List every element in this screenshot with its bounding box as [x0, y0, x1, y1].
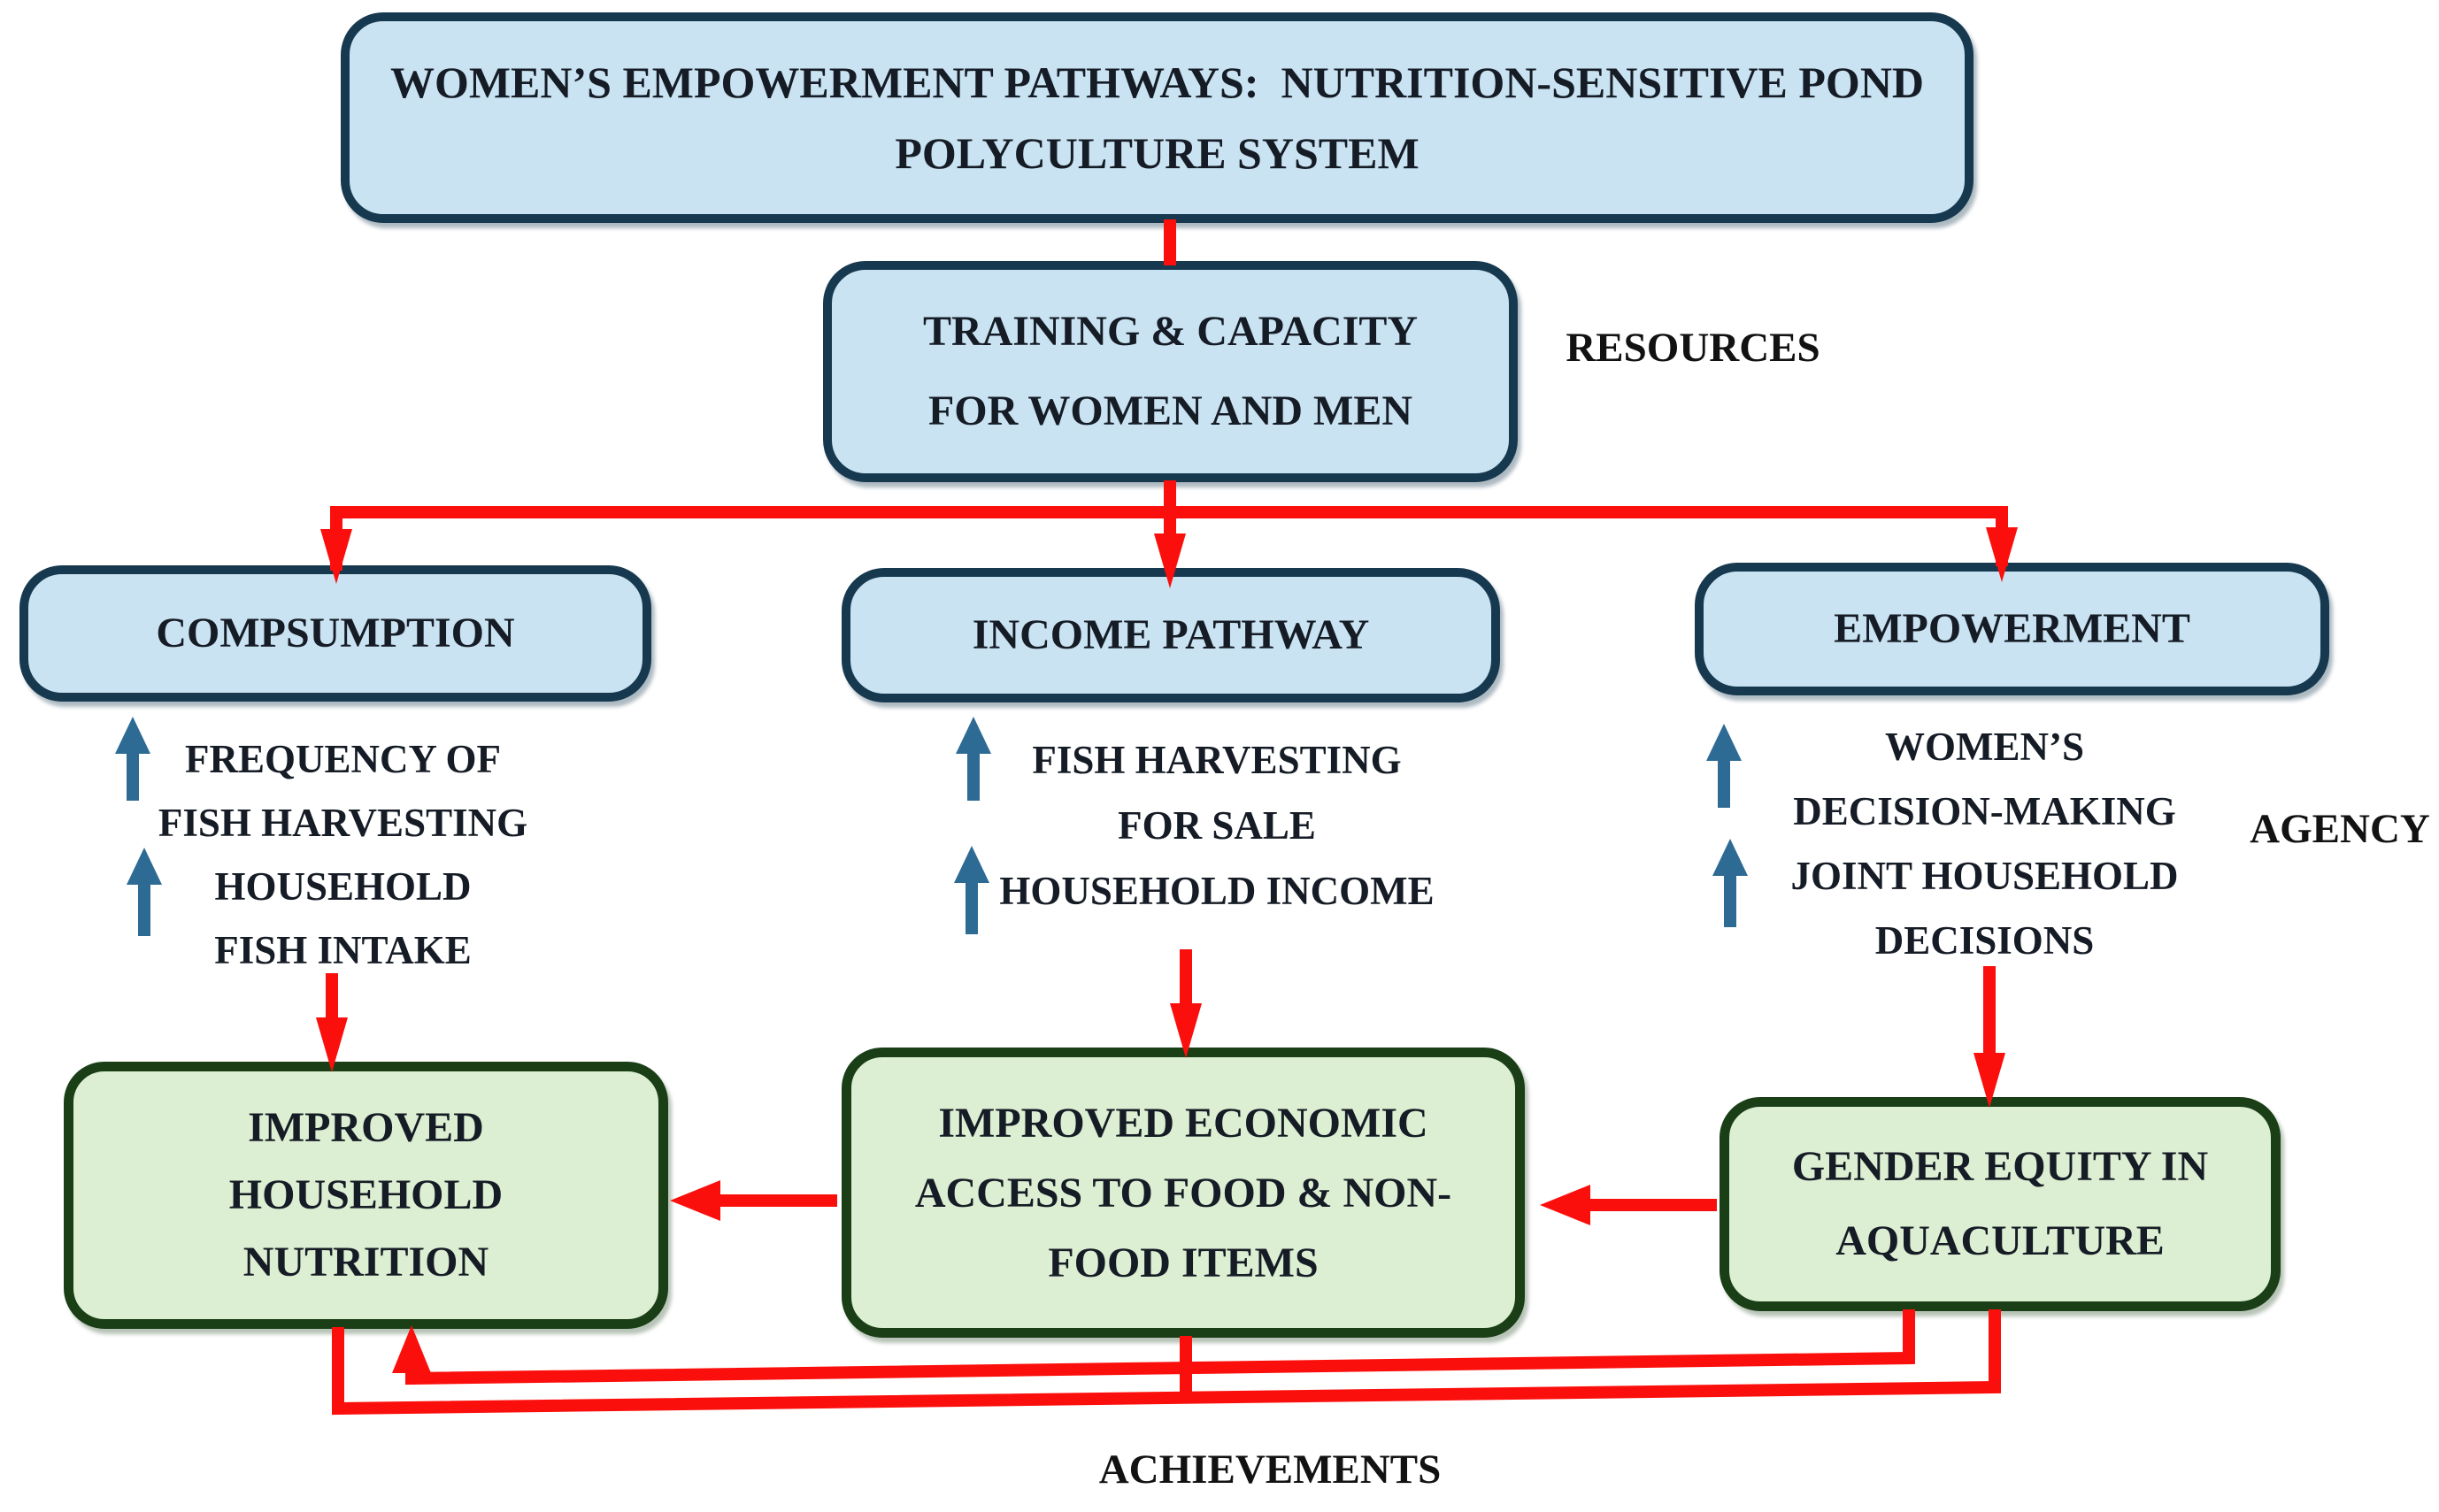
indicator-line: FISH HARVESTING — [158, 801, 528, 845]
nutrition-line-1: IMPROVED — [248, 1104, 484, 1151]
title-line-2: POLYCULTURE SYSTEM — [895, 128, 1420, 178]
indicator-line: HOUSEHOLD INCOME — [999, 869, 1435, 913]
arrowhead-gender-to-economic — [1540, 1185, 1590, 1225]
economic-access-box: IMPROVED ECONOMIC ACCESS TO FOOD & NON- … — [842, 1048, 1525, 1338]
nutrition-line-3: NUTRITION — [242, 1239, 489, 1286]
consumption-label: COMPSUMPTION — [156, 610, 515, 656]
up-arrow-joint-household-decisions — [1712, 839, 1748, 927]
arrowhead-feedback-to-nutrition — [392, 1325, 431, 1373]
up-arrow-fish-harvesting-for-sale — [956, 717, 991, 801]
empowerment-box: EMPOWERMENT — [1695, 563, 2329, 695]
economic-line-2: ACCESS TO FOOD & NON- — [914, 1169, 1452, 1217]
up-arrow-womens-decision-making — [1706, 724, 1742, 808]
agency-label: AGENCY — [2250, 806, 2430, 852]
training-line-2: FOR WOMEN AND MEN — [927, 388, 1413, 434]
income-pathway-label: INCOME PATHWAY — [972, 611, 1370, 658]
gender-line-2: AQUACULTURE — [1835, 1217, 2165, 1264]
training-capacity-box: TRAINING & CAPACITY FOR WOMEN AND MEN — [823, 261, 1518, 482]
economic-line-1: IMPROVED ECONOMIC — [938, 1099, 1428, 1147]
achievements-label: ACHIEVEMENTS — [1098, 1447, 1442, 1493]
resources-label: RESOURCES — [1566, 325, 1820, 371]
indicator-line: HOUSEHOLD — [214, 864, 472, 909]
income-indicators: FISH HARVESTING FOR SALE HOUSEHOLD INCOM… — [996, 727, 1438, 924]
consumption-indicators: FREQUENCY OF FISH HARVESTING HOUSEHOLD F… — [142, 727, 544, 982]
arrowhead-economic-to-nutrition — [670, 1180, 720, 1221]
gender-equity-box: GENDER EQUITY IN AQUACULTURE — [1720, 1097, 2281, 1311]
empowerment-label: EMPOWERMENT — [1834, 605, 2190, 652]
consumption-box: COMPSUMPTION — [19, 565, 651, 702]
indicator-line: FISH HARVESTING — [1032, 738, 1402, 782]
training-line-1: TRAINING & CAPACITY — [922, 308, 1419, 355]
nutrition-line-2: HOUSEHOLD — [228, 1171, 504, 1218]
empowerment-indicators: WOMEN’S DECISION-MAKING JOINT HOUSEHOLD … — [1757, 715, 2212, 973]
title-box: WOMEN’S EMPOWERMENT PATHWAYS: NUTRITION-… — [341, 12, 1974, 223]
improved-nutrition-box: IMPROVED HOUSEHOLD NUTRITION — [64, 1062, 668, 1329]
indicator-line: FISH INTAKE — [214, 928, 472, 972]
indicator-line: DECISIONS — [1874, 918, 2095, 963]
indicator-line: WOMEN’S — [1885, 725, 2084, 769]
title-line-1: WOMEN’S EMPOWERMENT PATHWAYS: NUTRITION-… — [389, 58, 1925, 107]
indicator-line: FREQUENCY OF — [184, 737, 502, 781]
economic-line-3: FOOD ITEMS — [1048, 1239, 1319, 1286]
indicator-line: FOR SALE — [1118, 803, 1316, 848]
gender-line-1: GENDER EQUITY IN — [1791, 1143, 2209, 1190]
indicator-line: JOINT HOUSEHOLD — [1790, 854, 2179, 898]
up-arrow-household-income — [954, 846, 989, 934]
indicator-line: DECISION-MAKING — [1793, 789, 2176, 833]
income-pathway-box: INCOME PATHWAY — [842, 568, 1500, 702]
